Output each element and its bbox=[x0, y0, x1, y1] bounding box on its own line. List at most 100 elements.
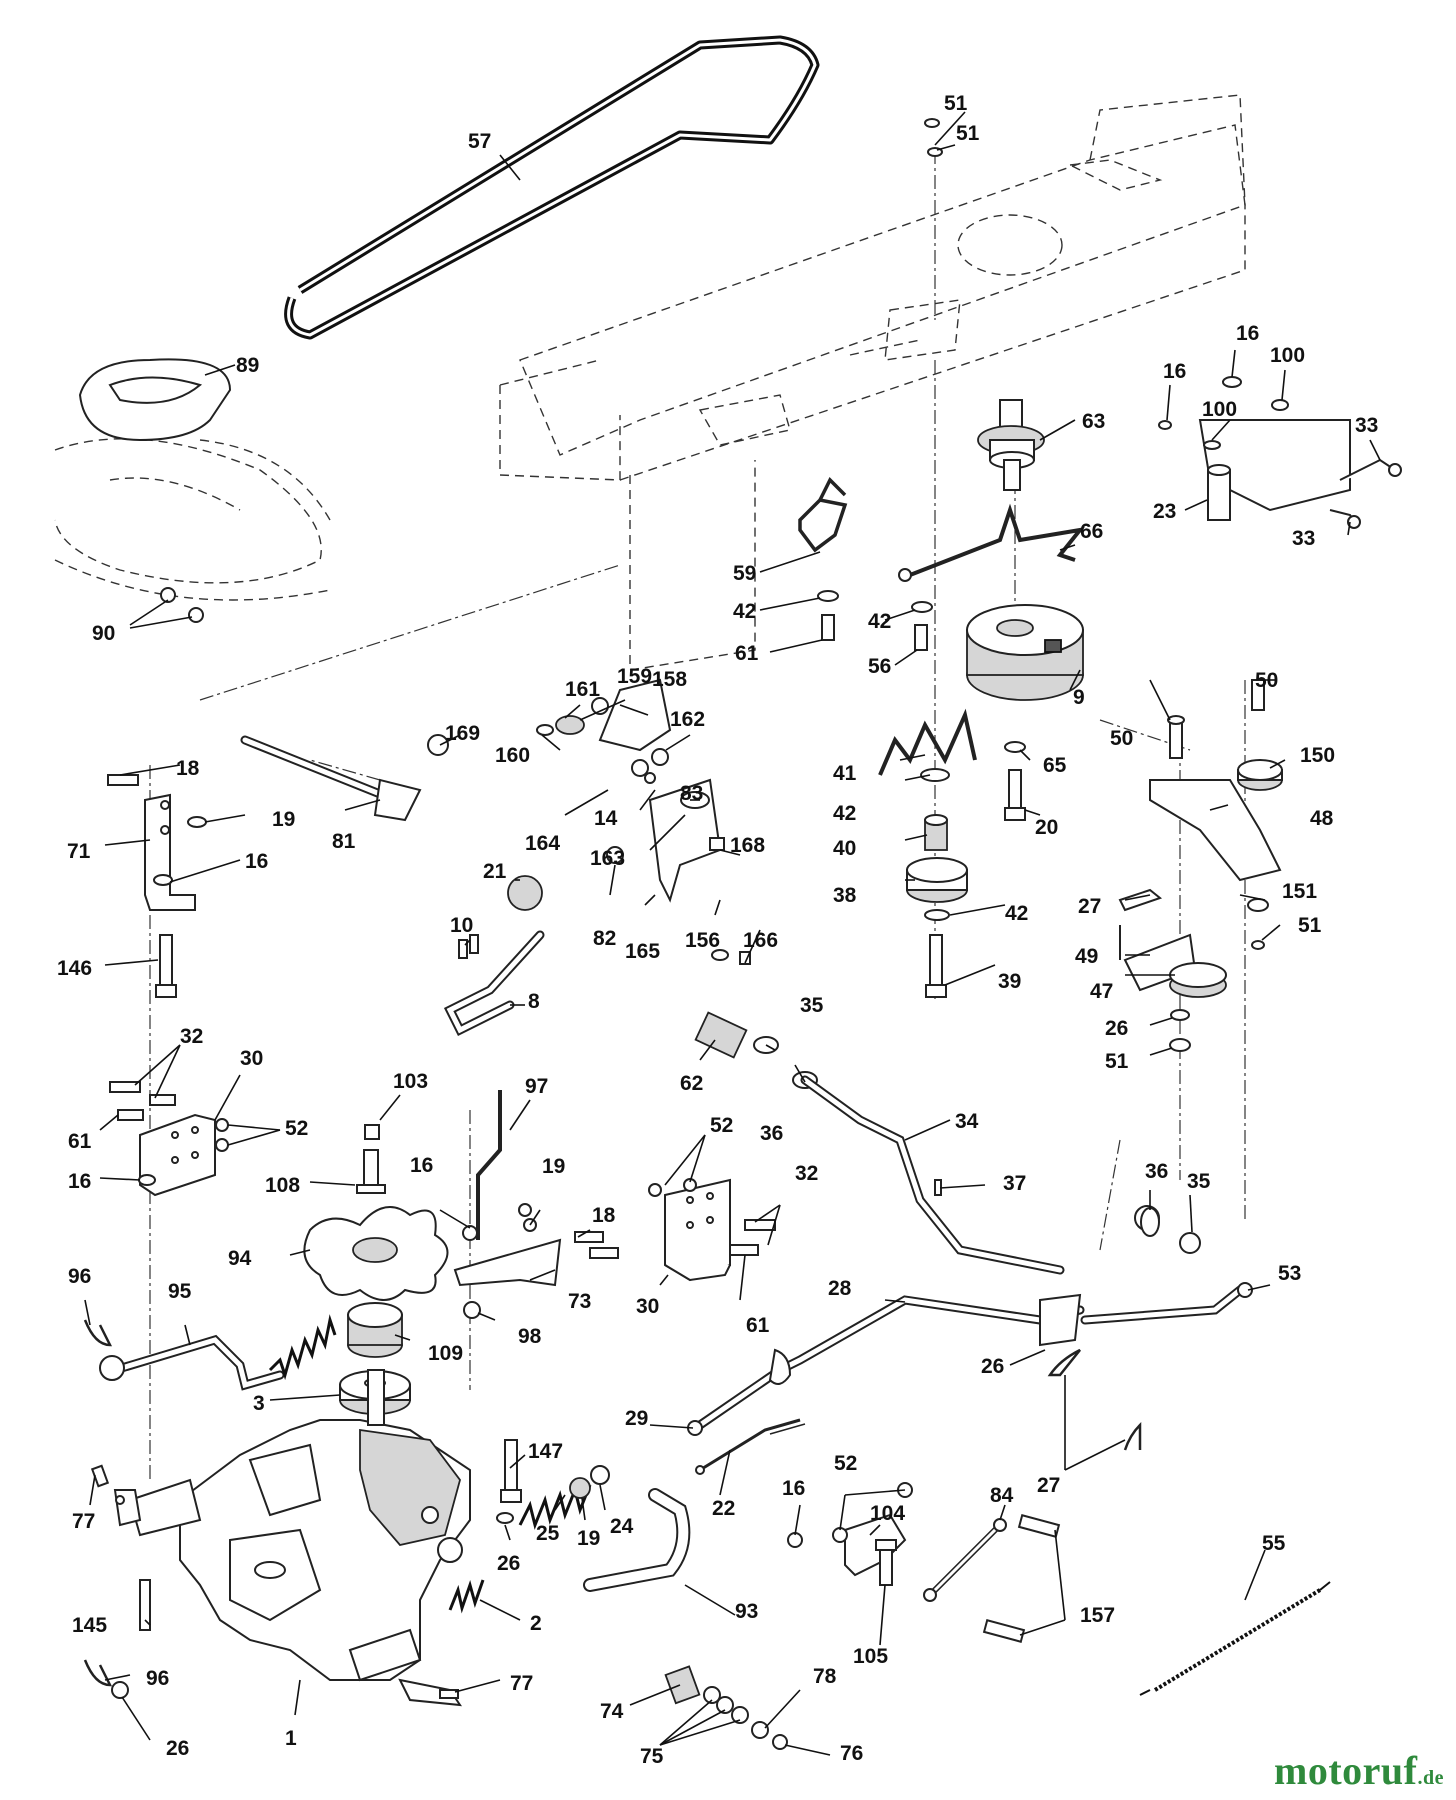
callout-labels: 57 51 51 89 63 16 16 100 100 33 33 23 66… bbox=[57, 92, 1378, 1768]
callout: 159 bbox=[617, 665, 652, 688]
callout: 157 bbox=[1080, 1604, 1115, 1627]
callout: 51 bbox=[1298, 914, 1322, 937]
callout: 52 bbox=[285, 1117, 308, 1140]
callout: 3 bbox=[253, 1392, 265, 1415]
callout: 163 bbox=[590, 847, 625, 870]
callout: 160 bbox=[495, 744, 530, 767]
callout: 169 bbox=[445, 722, 480, 745]
callout: 96 bbox=[68, 1265, 91, 1288]
callout: 95 bbox=[168, 1280, 192, 1303]
callout: 82 bbox=[593, 927, 616, 950]
return-spring-rod bbox=[83, 1314, 337, 1391]
callout: 9 bbox=[1073, 686, 1085, 709]
callout: 93 bbox=[735, 1600, 758, 1623]
callout: 19 bbox=[272, 808, 295, 831]
callout: 16 bbox=[68, 1170, 91, 1193]
callout: 74 bbox=[600, 1700, 624, 1723]
callout: 50 bbox=[1255, 669, 1278, 692]
callout: 166 bbox=[743, 929, 778, 952]
callout: 42 bbox=[1005, 902, 1028, 925]
idler-bracket-right bbox=[1118, 679, 1283, 1052]
mount-bracket-30-center bbox=[648, 1178, 776, 1282]
callout: 16 bbox=[782, 1477, 805, 1500]
callout: 104 bbox=[870, 1502, 905, 1525]
callout: 164 bbox=[525, 832, 560, 855]
callout: 109 bbox=[428, 1342, 463, 1365]
brake-rod-bracket bbox=[453, 1090, 619, 1319]
callout: 26 bbox=[497, 1552, 520, 1575]
callout: 162 bbox=[670, 708, 705, 731]
callout: 41 bbox=[833, 762, 857, 785]
callout: 48 bbox=[1310, 807, 1334, 830]
hardware-lower-center bbox=[664, 1665, 788, 1750]
callout: 53 bbox=[1278, 1262, 1301, 1285]
callout: 18 bbox=[176, 757, 200, 780]
callout: 40 bbox=[833, 837, 856, 860]
callout: 38 bbox=[833, 884, 857, 907]
callout: 150 bbox=[1300, 744, 1335, 767]
mount-bracket-30-left bbox=[109, 1081, 229, 1197]
brake-rods bbox=[687, 1293, 1142, 1475]
callout: 23 bbox=[1153, 500, 1176, 523]
callout: 22 bbox=[712, 1497, 735, 1520]
callout: 16 bbox=[1163, 360, 1186, 383]
callout: 16 bbox=[1236, 322, 1259, 345]
callout: 151 bbox=[1282, 880, 1317, 903]
callout: 62 bbox=[680, 1072, 703, 1095]
callout: 73 bbox=[568, 1290, 591, 1313]
shift-rod bbox=[240, 735, 422, 822]
callout: 84 bbox=[990, 1484, 1014, 1507]
callout: 32 bbox=[180, 1025, 203, 1048]
callout: 35 bbox=[1187, 1170, 1211, 1193]
drive-belt bbox=[284, 35, 820, 340]
callout: 50 bbox=[1110, 727, 1133, 750]
callout: 49 bbox=[1075, 945, 1098, 968]
callout: 16 bbox=[410, 1154, 433, 1177]
callout: 158 bbox=[652, 668, 687, 691]
callout: 56 bbox=[868, 655, 891, 678]
callout: 42 bbox=[733, 600, 756, 623]
pulley-stack bbox=[878, 708, 1026, 998]
washer-nut-right bbox=[1140, 1207, 1201, 1254]
cross-shaft bbox=[694, 1011, 1253, 1325]
callout: 16 bbox=[245, 850, 268, 873]
electric-clutch bbox=[966, 604, 1084, 701]
callout: 61 bbox=[746, 1314, 770, 1337]
leader-lines bbox=[84, 111, 1381, 1756]
callout: 36 bbox=[1145, 1160, 1168, 1183]
callout: 42 bbox=[868, 610, 891, 633]
callout: 161 bbox=[565, 678, 600, 701]
callout: 71 bbox=[67, 840, 91, 863]
callout: 108 bbox=[265, 1174, 300, 1197]
callout: 28 bbox=[828, 1277, 852, 1300]
callout: 78 bbox=[813, 1665, 837, 1688]
callout: 97 bbox=[525, 1075, 548, 1098]
callout: 10 bbox=[450, 914, 473, 937]
fender-outline bbox=[54, 438, 331, 601]
site-watermark: motoruf.de bbox=[1274, 1747, 1444, 1794]
transaxle bbox=[83, 1369, 471, 1707]
callout: 32 bbox=[795, 1162, 818, 1185]
callout: 59 bbox=[733, 562, 756, 585]
callout: 33 bbox=[1292, 527, 1315, 550]
frame-outline bbox=[499, 94, 1246, 671]
callout: 96 bbox=[146, 1667, 169, 1690]
callout: 19 bbox=[542, 1155, 565, 1178]
callout: 146 bbox=[57, 957, 92, 980]
callout: 77 bbox=[510, 1672, 533, 1695]
callout: 51 bbox=[1105, 1050, 1129, 1073]
callout: 52 bbox=[710, 1114, 733, 1137]
small-hardware-top bbox=[798, 118, 943, 651]
callout: 89 bbox=[236, 354, 259, 377]
callout: 165 bbox=[625, 940, 660, 963]
callout: 83 bbox=[680, 782, 703, 805]
cooling-fan bbox=[303, 1149, 449, 1301]
callout: 35 bbox=[800, 994, 824, 1017]
callout: 2 bbox=[530, 1612, 542, 1635]
nuts-fender bbox=[160, 587, 204, 623]
callout: 75 bbox=[640, 1745, 664, 1768]
callout: 77 bbox=[72, 1510, 95, 1533]
pedal-pad bbox=[78, 358, 232, 442]
callout: 103 bbox=[393, 1070, 428, 1093]
